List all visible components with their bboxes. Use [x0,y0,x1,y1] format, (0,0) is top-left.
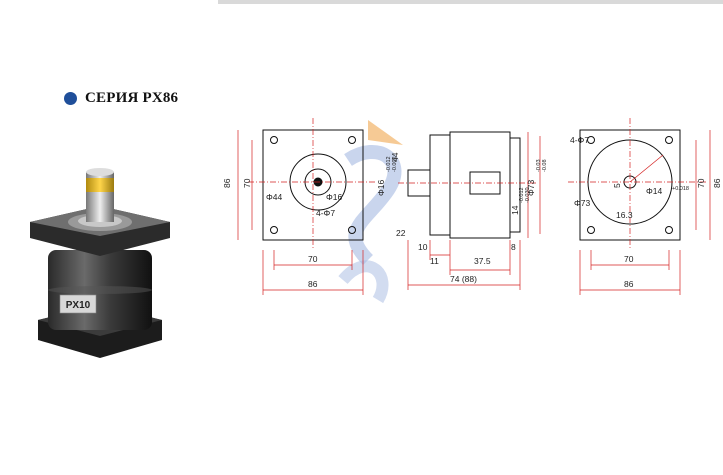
front-height-outer: 86 [222,178,232,188]
side-key-tol-top: -0.012 [519,187,525,203]
bullet-icon [64,92,77,105]
front-width-inner: 70 [308,254,318,264]
side-flange-10: 10 [418,242,428,252]
front-boss-dia: Φ16 [326,192,343,202]
side-view [407,131,521,239]
side-flange-11: 11 [430,256,439,266]
side-body-375: 37.5 [474,256,491,266]
watermark-logo [338,120,403,304]
series-title: СЕРИЯ PX86 [85,90,179,106]
side-shaft-tol-top: -0.012 [386,156,392,172]
rear-width-outer: 86 [624,279,634,289]
rear-height-outer: 86 [712,178,722,188]
gearbox-photo: PX10 [30,168,170,358]
side-body-tol-top: -0.03 [536,159,542,172]
rear-bore-tol: +0.018 [672,186,689,192]
front-holes: 4-Φ7 [316,208,335,218]
side-key-tol-bottom: -0.030 [525,187,531,203]
rear-pcd: Φ73 [574,198,591,208]
top-rule [218,0,723,4]
side-key-len: 44 [390,152,400,162]
label-plate: PX10 [66,300,91,311]
side-total-len: 74 (88) [450,274,477,284]
rear-holes: 4-Φ7 [570,135,589,145]
rear-bore-dia: Φ14 [646,186,663,196]
side-body-tol-bottom: -0.08 [542,159,548,172]
front-width-outer: 86 [308,279,318,289]
side-shaft-len: 22 [396,228,406,238]
side-shaft-tol-bottom: -0.002 [392,156,398,172]
rear-height-inner: 70 [696,178,706,188]
dimension-drawing: 86 70 Φ44 Φ16 4-Φ7 70 86 44 Φ16 -0.012 -… [222,118,722,304]
side-body-dia: Φ73 [526,179,536,196]
series-heading: СЕРИЯ PX86 [64,90,178,107]
side-end-8: 8 [511,242,516,252]
rear-key-depth: 16.3 [616,210,633,220]
front-height-inner: 70 [242,178,252,188]
side-key-width: 14 [510,205,520,215]
rear-width-inner: 70 [624,254,634,264]
front-pilot-dia: Φ44 [266,192,283,202]
side-shaft-dia: Φ16 [376,179,386,196]
rear-bore-small: 5 [612,183,622,188]
